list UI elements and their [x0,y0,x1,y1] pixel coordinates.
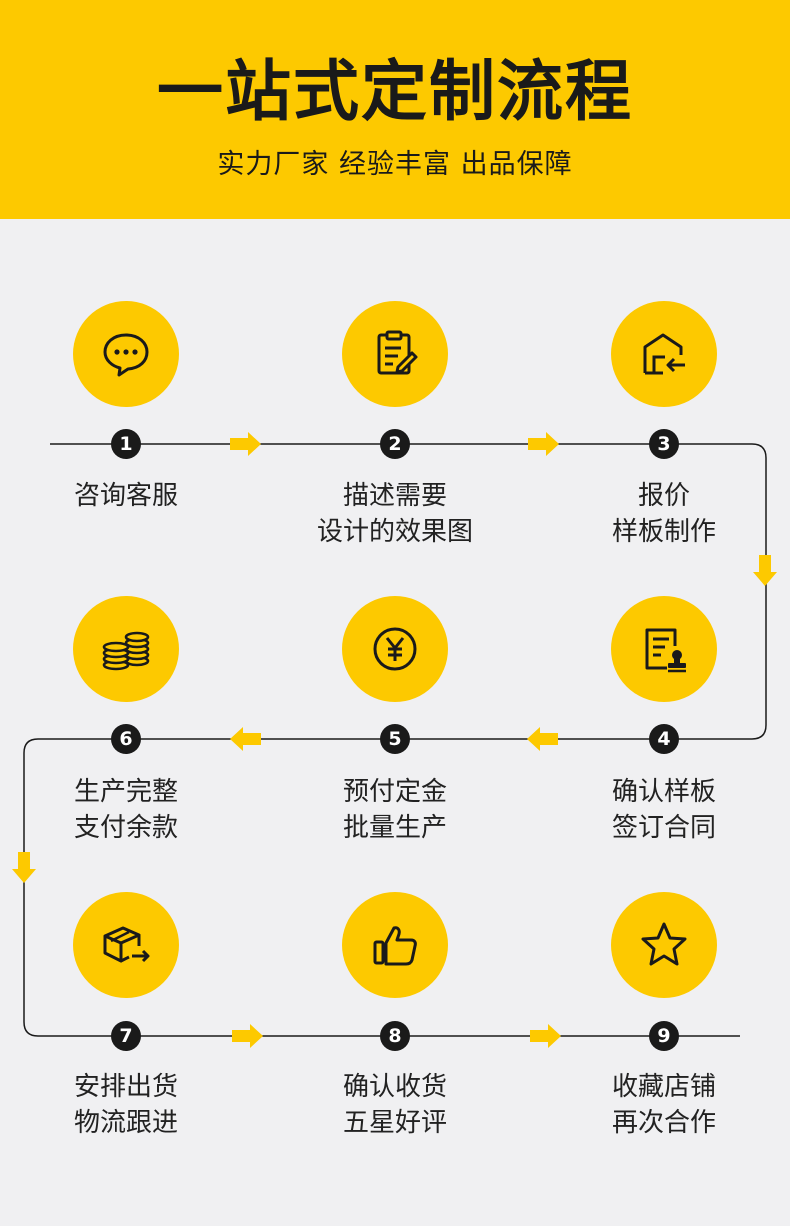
arrow-left-icon [527,727,558,751]
right-connector [751,443,767,740]
step-8-label: 确认收货 五星好评 [342,1072,447,1138]
step-9-label: 收藏店铺 再次合作 [611,1072,716,1138]
step-5-icon-circle [342,596,448,702]
arrow-left-icon [230,727,261,751]
step-1-number: 1 [111,429,141,459]
step-1-icon-circle [73,301,179,407]
arrow-right-icon [530,1024,561,1048]
step-2-icon-circle [342,301,448,407]
step-2-number: 2 [380,429,410,459]
contract-stamp-icon [645,628,686,673]
step-7-number: 7 [111,1021,141,1051]
step-2-label: 描述需要 设计的效果图 [316,481,473,547]
step-9-icon-circle [611,892,717,998]
step-3-label: 报价 样板制作 [611,481,716,547]
step-5-label: 预付定金 批量生产 [342,777,447,843]
arrow-down-icon [12,852,36,883]
step-4-number: 4 [649,724,679,754]
arrow-right-icon [528,432,559,456]
step-6-label: 生产完整 支付余款 [73,777,178,843]
step-1-label: 咨询客服 [73,481,178,511]
step-3-number: 3 [649,429,679,459]
clipboard-edit-icon [377,330,418,375]
page-title: 一站式定制流程 [157,53,633,130]
star-icon [641,922,687,966]
arrow-right-icon [232,1024,263,1048]
chat-bubble-icon [103,333,149,377]
step-4-label: 确认样板 签订合同 [611,777,716,843]
header-banner: 一站式定制流程 实力厂家 经验丰富 出品保障 [0,0,790,219]
step-6-number: 6 [111,724,141,754]
yen-coin-icon [373,627,417,671]
step-6-icon-circle [73,596,179,702]
left-connector [23,738,39,1037]
step-8-icon-circle [342,892,448,998]
page-subtitle: 实力厂家 经验丰富 出品保障 [217,149,573,180]
step-7-label: 安排出货 物流跟进 [73,1072,178,1138]
thumbs-up-icon [373,926,417,966]
step-8-number: 8 [380,1021,410,1051]
step-7-icon-circle [73,892,179,998]
step-3-icon-circle [611,301,717,407]
step-4-icon-circle [611,596,717,702]
house-return-icon [643,333,685,375]
package-delivery-icon [103,926,150,963]
step-9-number: 9 [649,1021,679,1051]
arrow-right-icon [230,432,261,456]
arrow-down-icon [753,555,777,586]
step-5-number: 5 [380,724,410,754]
coin-stack-icon [102,631,150,671]
